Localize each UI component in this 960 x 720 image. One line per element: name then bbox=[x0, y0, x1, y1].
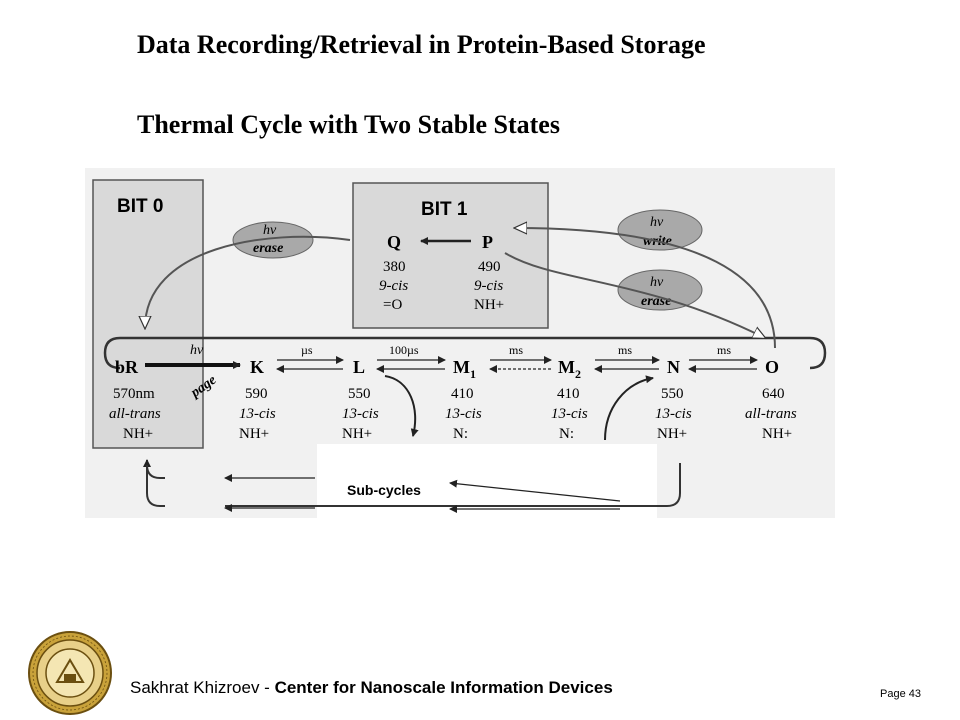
state-m2-letter: M bbox=[558, 357, 575, 377]
state-q: Q 380 9-cis =O bbox=[379, 232, 408, 313]
state-k-name: K bbox=[250, 357, 264, 377]
erase-label-1: erase bbox=[253, 241, 283, 256]
state-l: L 550 13-cis NH+ bbox=[342, 357, 379, 442]
timescale-l-m1: 100µs bbox=[389, 343, 419, 357]
state-n-name: N bbox=[667, 357, 680, 377]
state-m2-nm: 410 bbox=[557, 386, 580, 402]
state-q-iso: 9-cis bbox=[379, 278, 408, 294]
bit1-box bbox=[352, 182, 549, 329]
hv-page: hν bbox=[190, 343, 204, 358]
subcycles-label: Sub-cycles bbox=[347, 482, 421, 498]
state-l-group: NH+ bbox=[342, 426, 372, 442]
hv-write: hν bbox=[650, 215, 664, 230]
state-k-group: NH+ bbox=[239, 426, 269, 442]
state-k-nm: 590 bbox=[245, 386, 268, 402]
timescale-n-o: ms bbox=[717, 343, 731, 357]
state-br: bR 570nm all-trans NH+ bbox=[109, 357, 161, 442]
timescale-m2-n: ms bbox=[618, 343, 632, 357]
state-m1: M1 410 13-cis N: bbox=[445, 357, 482, 442]
seal-emblem-base bbox=[64, 674, 76, 682]
state-o-group: NH+ bbox=[762, 426, 792, 442]
photocycle-diagram: BIT 0 BIT 1 Q 380 9-cis =O P 490 9-cis N… bbox=[85, 168, 835, 518]
state-q-group: =O bbox=[383, 297, 402, 313]
write-light-ellipse bbox=[617, 209, 703, 251]
state-o-name: O bbox=[765, 357, 779, 377]
state-m1-group: N: bbox=[453, 426, 468, 442]
state-k-iso: 13-cis bbox=[239, 406, 276, 422]
equilibrium-n-o: ms bbox=[688, 343, 758, 373]
state-m2-name: M2 bbox=[558, 357, 581, 381]
cycle-band-top bbox=[120, 336, 827, 370]
hv-erase-1: hν bbox=[263, 223, 277, 238]
state-m2-iso: 13-cis bbox=[551, 406, 588, 422]
state-k: K 590 13-cis NH+ bbox=[239, 357, 276, 442]
timescale-k-l: µs bbox=[301, 343, 313, 357]
state-n-nm: 550 bbox=[661, 386, 684, 402]
state-br-nm: 570nm bbox=[113, 386, 155, 402]
state-q-nm: 380 bbox=[383, 259, 406, 275]
n-return-arrow bbox=[604, 375, 654, 441]
footer-separator: - bbox=[259, 678, 275, 697]
seal-text-ring bbox=[32, 635, 108, 711]
subcycle-return-left-inner bbox=[146, 464, 165, 479]
state-p-group: NH+ bbox=[474, 297, 504, 313]
erase-light-ellipse-1 bbox=[232, 221, 314, 259]
state-n: N 550 13-cis NH+ bbox=[655, 357, 692, 442]
cycle-band-left bbox=[103, 336, 121, 370]
state-p-iso: 9-cis bbox=[474, 278, 503, 294]
state-p-name: P bbox=[482, 232, 493, 252]
state-l-nm: 550 bbox=[348, 386, 371, 402]
state-n-iso: 13-cis bbox=[655, 406, 692, 422]
equilibrium-m2-n: ms bbox=[594, 343, 660, 373]
state-p-nm: 490 bbox=[478, 259, 501, 275]
state-o-iso: all-trans bbox=[745, 406, 797, 422]
slide-title: Data Recording/Retrieval in Protein-Base… bbox=[137, 30, 706, 59]
state-m1-iso: 13-cis bbox=[445, 406, 482, 422]
state-l-iso: 13-cis bbox=[342, 406, 379, 422]
state-m1-letter: M bbox=[453, 357, 470, 377]
state-n-group: NH+ bbox=[657, 426, 687, 442]
timescale-m1-m2: ms bbox=[509, 343, 523, 357]
state-br-name: bR bbox=[115, 357, 139, 377]
state-m1-nm: 410 bbox=[451, 386, 474, 402]
bit1-label: BIT 1 bbox=[421, 199, 468, 220]
page-number: Page 43 bbox=[880, 688, 921, 700]
erase-arrow-q-to-br bbox=[145, 235, 351, 328]
equilibrium-m1-m2: ms bbox=[489, 343, 552, 373]
state-m1-name: M1 bbox=[453, 357, 476, 381]
state-p: P 490 9-cis NH+ bbox=[474, 232, 504, 313]
state-o-nm: 640 bbox=[762, 386, 785, 402]
state-m1-subscript: 1 bbox=[470, 367, 476, 381]
footer-credit: Sakhrat Khizroev - Center for Nanoscale … bbox=[130, 678, 613, 698]
state-m2-subscript: 2 bbox=[575, 367, 581, 381]
seal-inner-disc bbox=[45, 648, 95, 698]
state-br-iso: all-trans bbox=[109, 406, 161, 422]
state-m2: M2 410 13-cis N: bbox=[551, 357, 588, 442]
bit0-label: BIT 0 bbox=[117, 196, 163, 217]
footer-center: Center for Nanoscale Information Devices bbox=[274, 678, 613, 697]
state-o: O 640 all-trans NH+ bbox=[745, 357, 797, 442]
state-q-name: Q bbox=[387, 232, 401, 252]
subcycle-arrow-diagonal bbox=[449, 479, 621, 502]
erase-light-ellipse-2 bbox=[617, 269, 703, 311]
hv-erase-2: hν bbox=[650, 275, 664, 290]
state-br-group: NH+ bbox=[123, 426, 153, 442]
erase-arrow-p-to-o bbox=[504, 252, 765, 338]
university-seal-icon bbox=[28, 631, 112, 715]
write-arrow-o-to-p bbox=[515, 228, 776, 349]
subcycle-return-left-outer bbox=[143, 459, 165, 507]
state-m2-group: N: bbox=[559, 426, 574, 442]
state-l-name: L bbox=[353, 357, 365, 377]
bit0-box bbox=[92, 179, 204, 449]
subcycle-return-right bbox=[225, 463, 681, 507]
slide-subtitle: Thermal Cycle with Two Stable States bbox=[137, 110, 560, 139]
footer-author: Sakhrat Khizroev bbox=[130, 678, 260, 697]
equilibrium-l-m1: 100µs bbox=[376, 343, 446, 373]
l-decay-arrow bbox=[384, 375, 419, 437]
equilibrium-k-l: µs bbox=[276, 343, 344, 373]
